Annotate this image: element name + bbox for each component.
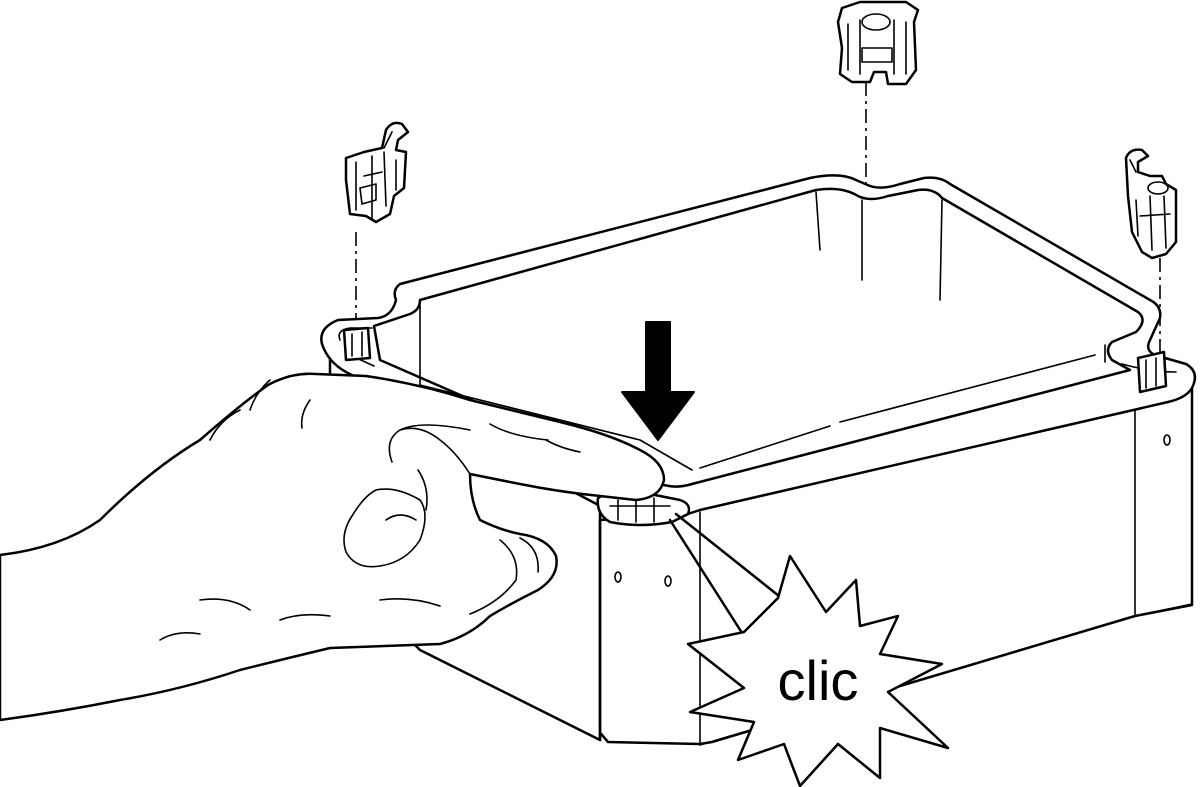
mounting-hole-1 — [614, 571, 622, 583]
clip-part-left — [344, 121, 410, 224]
starburst-callout-icon: clic — [668, 512, 950, 787]
callout-pointer — [668, 512, 786, 638]
mounting-hole-3 — [1163, 434, 1171, 446]
callout-starburst — [686, 554, 950, 787]
mounting-hole-2 — [664, 575, 672, 587]
callout-text: clic — [778, 649, 859, 712]
down-arrow-icon — [621, 321, 695, 441]
clip-part-right — [1124, 148, 1178, 260]
corner-boss-right — [1136, 350, 1168, 394]
box-inner-floor-edge — [419, 354, 1096, 471]
corner-boss-left — [342, 326, 372, 362]
hand-illustration — [0, 372, 666, 722]
alignment-guides — [355, 82, 1161, 355]
hand-outline — [0, 372, 666, 722]
hand-creases — [159, 379, 581, 641]
clip-part-center — [836, 0, 920, 86]
box-inner-back-wall — [419, 191, 1106, 386]
